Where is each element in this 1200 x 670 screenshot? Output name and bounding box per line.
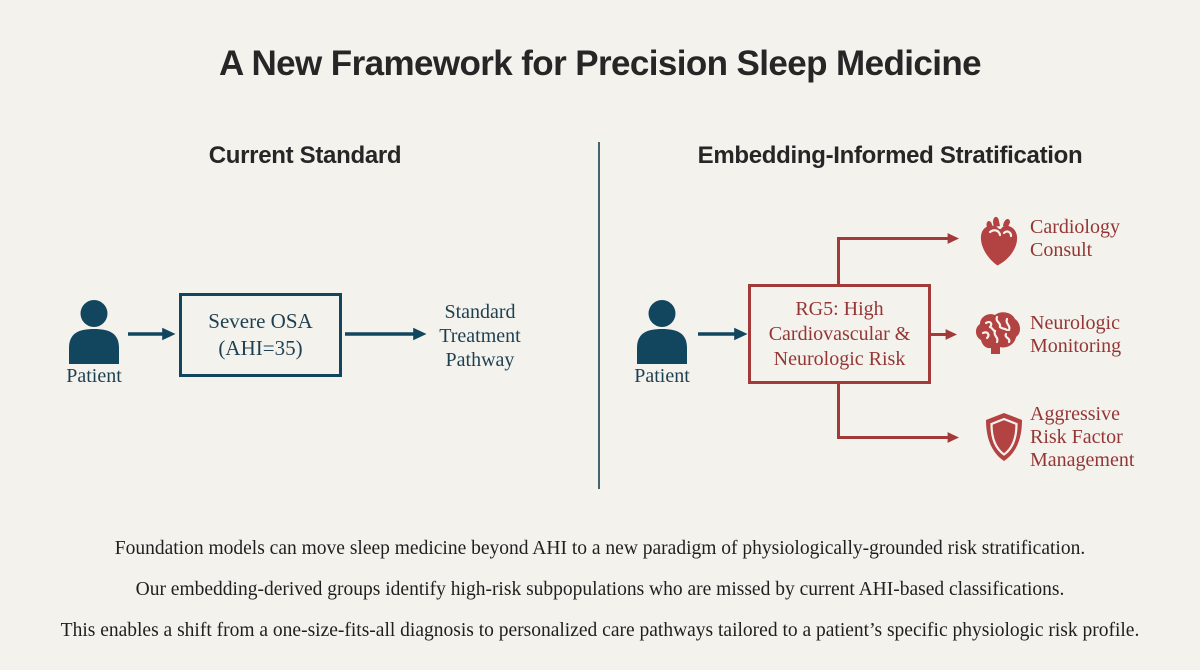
branch-label-line: Management: [1030, 449, 1135, 471]
branch-label-line: Aggressive: [1030, 403, 1120, 425]
diagnosis-box-line: (AHI=35): [218, 336, 303, 360]
outcome-line: Standard: [444, 301, 516, 323]
cardiology-consult-label: Cardiology Consult: [1030, 216, 1120, 262]
right-patient-label: Patient: [634, 365, 690, 387]
branch-label-line: Monitoring: [1030, 335, 1122, 357]
heart-icon: [980, 216, 1018, 266]
footer-line: Our embedding-derived groups identify hi…: [135, 579, 1065, 600]
outcome-line: Treatment: [439, 325, 521, 347]
right-panel-header: Embedding-Informed Stratification: [697, 142, 1083, 169]
neurologic-monitoring-label: Neurologic Monitoring: [1030, 312, 1121, 358]
risk-box-line: RG5: High: [795, 297, 884, 320]
outcome-line: Pathway: [445, 349, 515, 371]
footer-line: This enables a shift from a one-size-fit…: [60, 620, 1140, 641]
patient-icon: [637, 300, 687, 364]
risk-factor-management-label: Aggressive Risk Factor Management: [1030, 403, 1134, 472]
left-patient-label: Patient: [66, 365, 122, 387]
risk-box-line: Neurologic Risk: [773, 347, 906, 370]
branch-label-line: Consult: [1030, 239, 1093, 261]
branch-label-line: Cardiology: [1030, 216, 1120, 238]
footer-line: Foundation models can move sleep medicin…: [114, 538, 1086, 559]
risk-group-box: RG5: High Cardiovascular & Neurologic Ri…: [748, 284, 931, 384]
left-panel-header: Current Standard: [208, 142, 402, 169]
branch-arrow-to-cardiology: [837, 233, 959, 286]
footer-summary: Foundation models can move sleep medicin…: [0, 537, 1200, 660]
page-title: A New Framework for Precision Sleep Medi…: [219, 44, 982, 83]
standard-treatment-label: Standard Treatment Pathway: [420, 300, 540, 372]
diagnosis-box-line: Severe OSA: [208, 309, 313, 333]
brain-icon: [975, 312, 1021, 354]
patient-icon: [69, 300, 119, 364]
branch-label-line: Risk Factor: [1030, 426, 1123, 448]
branch-arrow-to-risk-management: [837, 382, 959, 443]
risk-box-line: Cardiovascular &: [768, 322, 911, 345]
shield-icon: [986, 413, 1022, 461]
diagnosis-box: Severe OSA (AHI=35): [179, 293, 342, 377]
branch-label-line: Neurologic: [1030, 312, 1120, 334]
